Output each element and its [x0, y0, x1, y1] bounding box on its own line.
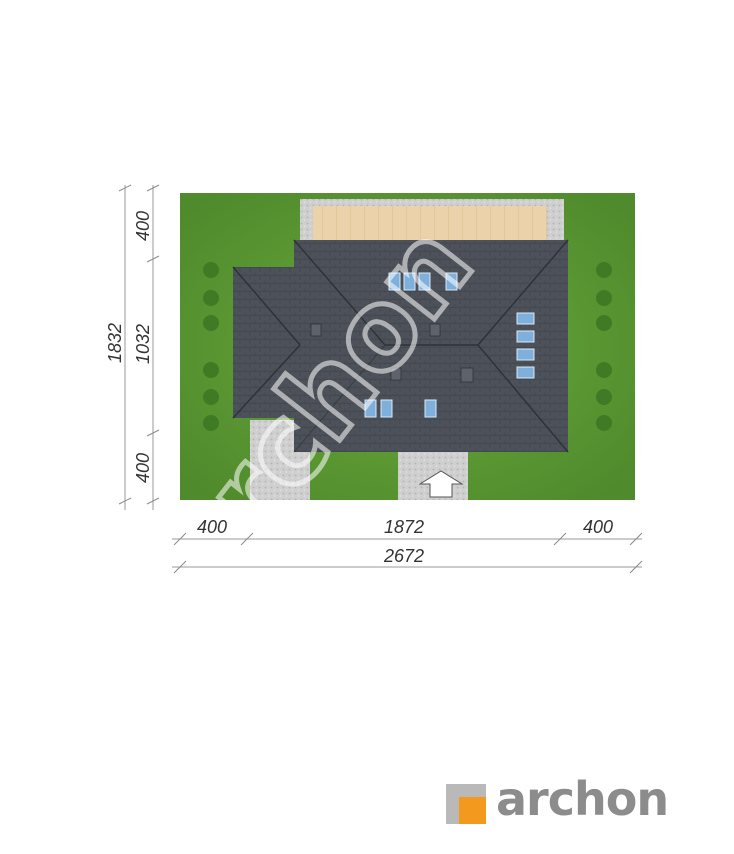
- dim-width-total: 2672: [383, 546, 424, 566]
- chimney: [390, 367, 402, 381]
- shrubs-right: [596, 262, 612, 431]
- vertical-dimensions: [118, 184, 160, 510]
- archon-logo-mark: [446, 784, 486, 824]
- dim-width-right: 400: [583, 517, 613, 537]
- entrance-arrow-icon: [418, 470, 464, 498]
- terrace-deck: [313, 206, 547, 242]
- chimney: [460, 367, 474, 383]
- dim-height-total: 1832: [105, 323, 125, 363]
- chimney: [310, 323, 322, 337]
- chimney: [429, 323, 441, 337]
- archon-logo-text: archon: [496, 772, 669, 826]
- horizontal-dimensions: [172, 532, 643, 574]
- dim-height-mid: 1032: [133, 324, 153, 364]
- dim-height-top: 400: [133, 211, 153, 241]
- shrubs-left: [203, 262, 219, 431]
- house-roof: [232, 239, 569, 453]
- dim-width-mid: 1872: [384, 517, 424, 537]
- watermark-bracket-shape: [130, 525, 210, 630]
- roof-windows: [364, 272, 535, 418]
- dim-height-bottom: 400: [133, 453, 153, 483]
- dim-width-left: 400: [197, 517, 227, 537]
